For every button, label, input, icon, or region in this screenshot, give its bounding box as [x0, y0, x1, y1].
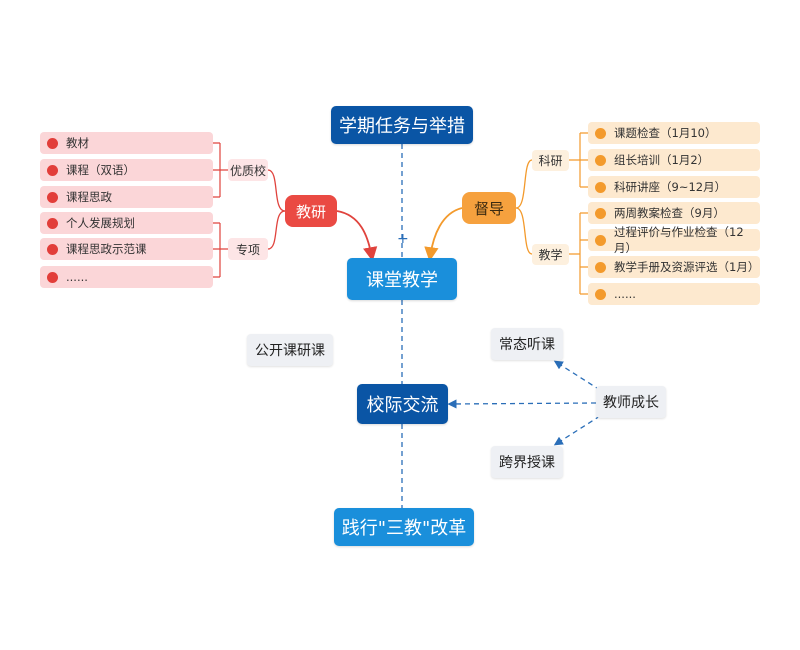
category-teaching[interactable]: 教学 — [532, 244, 569, 265]
plus-icon: + — [397, 231, 409, 247]
growth-to-exchange-arrow — [447, 399, 597, 409]
node-regular-observation[interactable]: 常态听课 — [491, 328, 563, 360]
node-three-teach-reform[interactable]: 践行"三教"改革 — [334, 508, 474, 546]
leaf-leader-training[interactable]: 组长培训（1月2） — [588, 149, 760, 171]
node-classroom-teaching[interactable]: 课堂教学 — [347, 258, 457, 300]
growth-to-observation-arrow — [553, 360, 601, 391]
leaf-ideology-demo[interactable]: 课程思政示范课 — [40, 238, 213, 260]
research-to-classroom-arrow — [336, 210, 378, 262]
bullet-dot-icon — [47, 243, 58, 255]
bullet-dot-icon — [595, 288, 606, 300]
growth-to-cross-arrow — [553, 415, 601, 446]
leaf-more-left[interactable]: ...... — [40, 266, 213, 288]
bullet-dot-icon — [47, 191, 58, 203]
supervision-to-classroom-arrow — [424, 207, 463, 262]
bullet-dot-icon — [595, 207, 606, 219]
leaf-bilingual-course[interactable]: 课程（双语） — [40, 159, 213, 181]
node-supervision[interactable]: 督导 — [462, 192, 516, 224]
leaf-handbook-selection[interactable]: 教学手册及资源评选（1月） — [588, 256, 760, 278]
leaf-teaching-material[interactable]: 教材 — [40, 132, 213, 154]
node-semester-tasks[interactable]: 学期任务与举措 — [331, 106, 473, 144]
category-special-project[interactable]: 专项 — [228, 238, 268, 260]
node-public-lesson[interactable]: 公开课研课 — [247, 334, 333, 366]
leaf-lesson-plan-check[interactable]: 两周教案检查（9月） — [588, 202, 760, 224]
bullet-dot-icon — [595, 181, 606, 193]
bullet-dot-icon — [47, 217, 58, 229]
leaf-course-ideology[interactable]: 课程思政 — [40, 186, 213, 208]
bullet-dot-icon — [47, 137, 58, 149]
bullet-dot-icon — [595, 127, 606, 139]
leaf-more-right[interactable]: ...... — [588, 283, 760, 305]
bullet-dot-icon — [595, 154, 606, 166]
node-school-exchange[interactable]: 校际交流 — [357, 384, 448, 424]
node-teaching-research[interactable]: 教研 — [285, 195, 337, 227]
leaf-personal-plan[interactable]: 个人发展规划 — [40, 212, 213, 234]
bullet-dot-icon — [595, 234, 606, 246]
bullet-dot-icon — [47, 271, 58, 283]
leaf-research-lecture[interactable]: 科研讲座（9~12月） — [588, 176, 760, 198]
bullet-dot-icon — [595, 261, 606, 273]
leaf-process-evaluation[interactable]: 过程评价与作业检查（12月） — [588, 225, 760, 255]
category-quality-school[interactable]: 优质校 — [228, 159, 268, 181]
node-cross-border-teaching[interactable]: 跨界授课 — [491, 446, 563, 478]
category-research[interactable]: 科研 — [532, 150, 569, 171]
node-teacher-growth[interactable]: 教师成长 — [596, 386, 666, 418]
bullet-dot-icon — [47, 164, 58, 176]
leaf-topic-check[interactable]: 课题检查（1月10） — [588, 122, 760, 144]
